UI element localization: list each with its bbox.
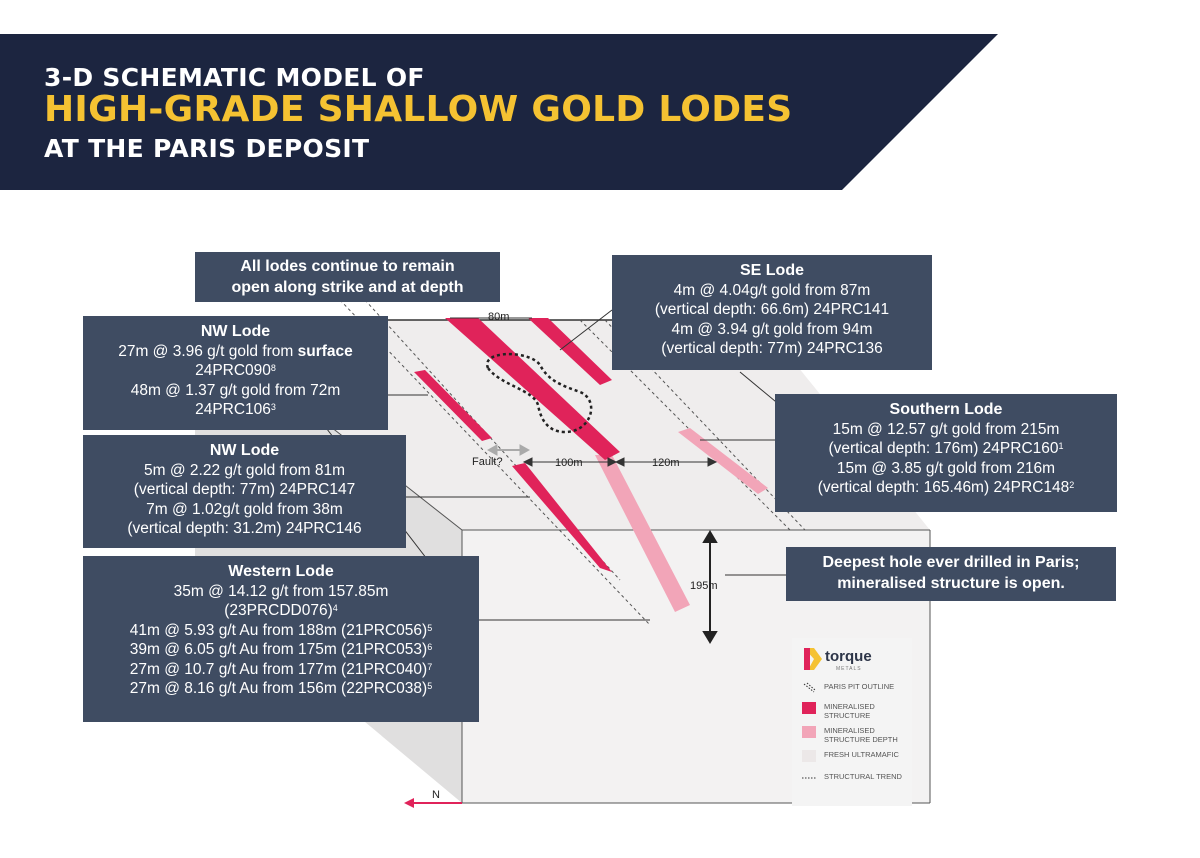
- se-lode-line-3: 4m @ 3.94 g/t gold from 94m: [671, 320, 873, 338]
- title-line-2: HIGH-GRADE SHALLOW GOLD LODES: [44, 89, 793, 130]
- legend-label-structural-trend: STRUCTURAL TREND: [824, 772, 902, 781]
- western-lode-line-2: (23PRCDD076)4: [224, 602, 338, 619]
- nw-lode-2-line-1: 5m @ 2.22 g/t gold from 81m: [144, 461, 345, 479]
- western-lode-line-3: 41m @ 5.93 g/t Au from 188m (21PRC056)5: [129, 621, 433, 639]
- se-lode-line-4: (vertical depth: 77m) 24PRC136: [661, 340, 883, 357]
- deepest-hole-line-2: mineralised structure is open.: [837, 575, 1065, 592]
- legend-label-pit-outline: PARIS PIT OUTLINE: [824, 682, 895, 691]
- nw-lode-box-2: NW Lode 5m @ 2.22 g/t gold from 81m (ver…: [83, 435, 406, 548]
- nw-lode-2-heading: NW Lode: [209, 442, 280, 459]
- nw-lode-1-line-1: 27m @ 3.96 g/t gold from surface: [118, 342, 353, 360]
- nw-lode-1-line-4: 24PRC1063: [195, 401, 276, 418]
- legend-brand: torque: [825, 648, 872, 665]
- title-line-3: AT THE PARIS DEPOSIT: [44, 134, 370, 163]
- western-lode-heading: Western Lode: [228, 563, 334, 580]
- western-lode-box: Western Lode 35m @ 14.12 g/t from 157.85…: [83, 556, 479, 722]
- mineralised-depth-zone-2: [678, 428, 768, 494]
- open-lodes-line-2: open along strike and at depth: [231, 279, 464, 296]
- se-lode-box: SE Lode 4m @ 4.04g/t gold from 87m (vert…: [612, 255, 932, 370]
- deepest-hole-line-1: Deepest hole ever drilled in Paris;: [822, 554, 1080, 571]
- fault-arrow-icon: [486, 444, 531, 456]
- southern-lode-line-2: (vertical depth: 176m) 24PRC1601: [828, 440, 1064, 457]
- southern-lode-line-1: 15m @ 12.57 g/t gold from 215m: [832, 420, 1060, 438]
- western-lode-line-4: 39m @ 6.05 g/t Au from 175m (21PRC053)6: [129, 641, 433, 658]
- legend-label-mineralised: MINERALISED STRUCTURE: [824, 702, 875, 720]
- dimension-195m-label: 195m: [690, 580, 718, 592]
- fault-label: Fault?: [472, 456, 503, 468]
- southern-lode-line-4: (vertical depth: 165.46m) 24PRC1482: [817, 479, 1075, 496]
- mineralised-lode-nw: [414, 370, 492, 441]
- pink-swatch-icon: [802, 726, 816, 738]
- red-swatch-icon: [802, 702, 816, 714]
- southern-lode-box: Southern Lode 15m @ 12.57 g/t gold from …: [775, 394, 1117, 512]
- western-lode-line-1: 35m @ 14.12 g/t from 157.85m: [173, 582, 389, 600]
- mineralised-lode-western: [512, 463, 612, 572]
- dimension-100m: [522, 457, 618, 467]
- title-line-1: 3-D SCHEMATIC MODEL OF: [44, 63, 425, 92]
- se-lode-line-1: 4m @ 4.04g/t gold from 87m: [673, 281, 871, 299]
- north-arrow-icon: [404, 798, 462, 808]
- southern-lode-line-3: 15m @ 3.85 g/t gold from 216m: [836, 459, 1056, 477]
- legend-label-mineralised-depth: MINERALISED STRUCTURE DEPTH: [824, 726, 898, 744]
- western-lode-line-6: 27m @ 8.16 g/t Au from 156m (22PRC038)5: [129, 680, 433, 697]
- mineralised-depth-zone-1: [595, 455, 690, 612]
- nw-lode-1-line-2: 24PRC0908: [195, 362, 276, 379]
- western-lode-line-5: 27m @ 10.7 g/t Au from 177m (21PRC040)7: [129, 660, 433, 678]
- mineralised-lode-main: [445, 318, 620, 460]
- nw-lode-2-line-4: (vertical depth: 31.2m) 24PRC146: [127, 520, 362, 537]
- nw-lode-box-1: NW Lode 27m @ 3.96 g/t gold from surface…: [83, 316, 388, 430]
- deepest-hole-callout: Deepest hole ever drilled in Paris; mine…: [786, 547, 1116, 601]
- dotted-line-icon: [802, 777, 816, 779]
- nw-lode-2-line-3: 7m @ 1.02g/t gold from 38m: [146, 500, 343, 518]
- dimension-120m-label: 120m: [652, 457, 680, 469]
- legend-label-ultramafic: FRESH ULTRAMAFIC: [824, 750, 899, 759]
- north-label: N: [432, 789, 440, 801]
- grey-swatch-icon: [802, 750, 816, 762]
- banner-background: [0, 34, 998, 190]
- dimension-100m-label: 100m: [555, 457, 583, 469]
- open-lodes-line-1: All lodes continue to remain: [240, 258, 455, 275]
- dotted-outline-icon: [803, 682, 816, 693]
- nw-lode-2-line-2: (vertical depth: 77m) 24PRC147: [133, 481, 356, 498]
- open-lodes-callout: All lodes continue to remain open along …: [195, 252, 500, 302]
- nw-lode-1-line-3: 48m @ 1.37 g/t gold from 72m: [130, 381, 341, 399]
- dimension-195m: [702, 530, 718, 644]
- torque-logo-icon: [804, 648, 822, 670]
- se-lode-line-2: (vertical depth: 66.6m) 24PRC141: [654, 301, 890, 318]
- legend: torque METALS PARIS PIT OUTLINE MINERALI…: [792, 638, 912, 806]
- dimension-80m-label: 80m: [488, 311, 509, 323]
- mineralised-lode-se: [528, 318, 612, 385]
- legend-brand-sub: METALS: [836, 666, 862, 672]
- dimension-120m: [614, 457, 718, 467]
- title-banner: [0, 34, 998, 190]
- nw-lode-1-heading: NW Lode: [200, 323, 271, 340]
- se-lode-heading: SE Lode: [739, 262, 804, 279]
- southern-lode-heading: Southern Lode: [889, 401, 1003, 418]
- paris-pit-outline: [485, 352, 593, 434]
